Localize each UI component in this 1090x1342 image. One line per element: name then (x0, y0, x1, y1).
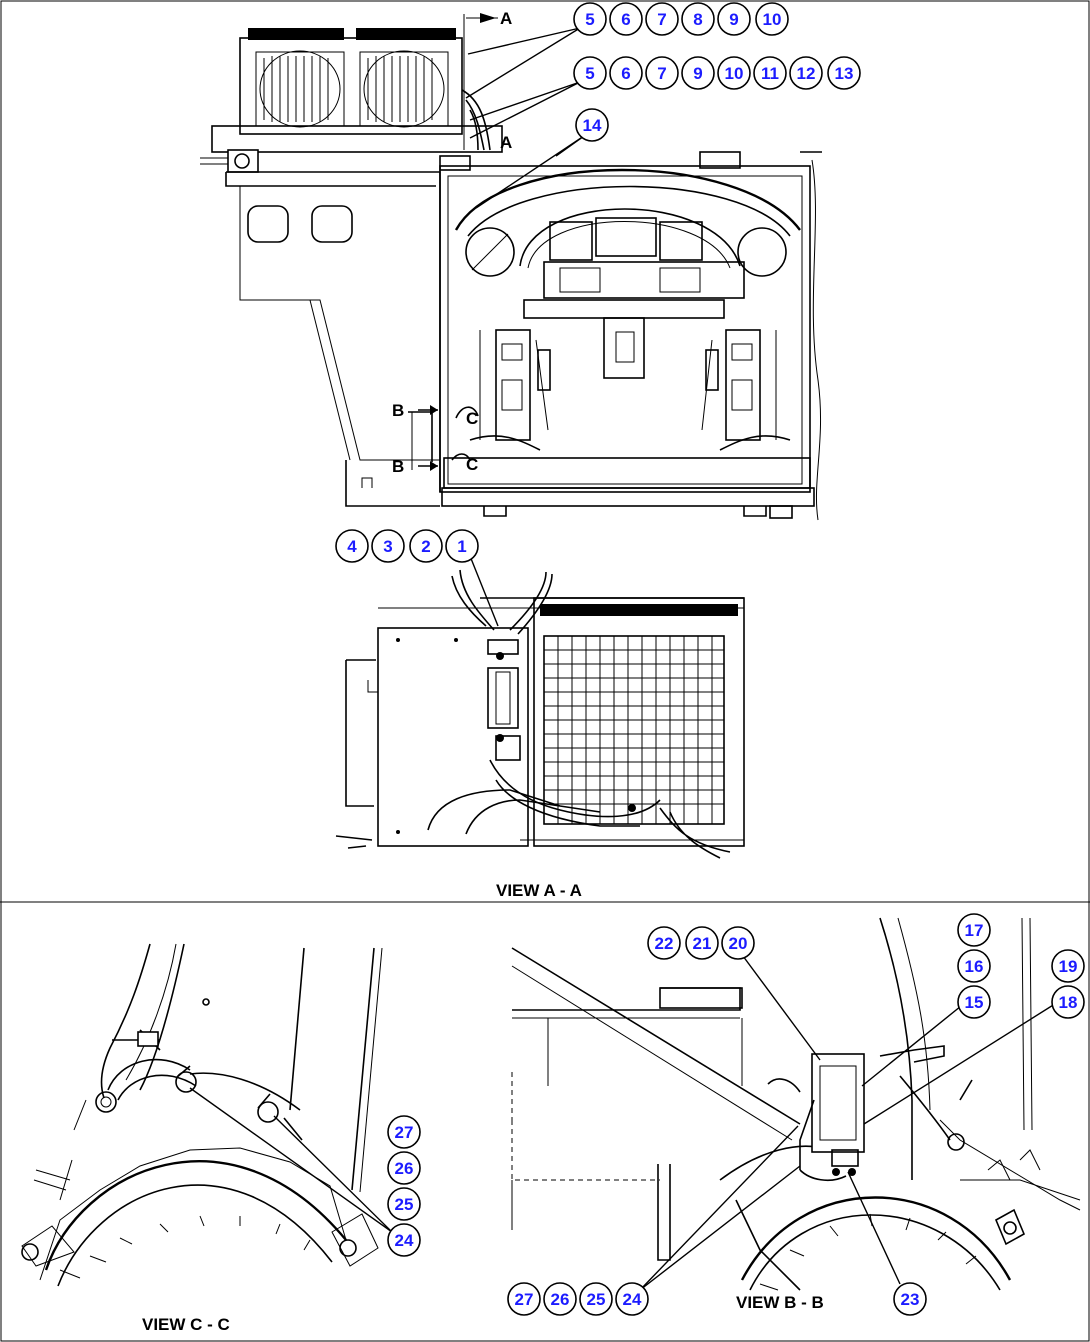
callout-row2-12: 12 (789, 56, 823, 90)
svg-text:4: 4 (347, 537, 357, 556)
callout-row1-5: 5 (573, 2, 607, 36)
svg-text:12: 12 (797, 64, 816, 83)
svg-text:18: 18 (1059, 993, 1078, 1012)
callout-view-c-24: 24 (387, 1223, 421, 1257)
svg-text:26: 26 (551, 1290, 570, 1309)
callout-view-b-22: 22 (647, 926, 681, 960)
callout-view-a-3: 3 (371, 529, 405, 563)
view-a-title: VIEW A - A (496, 881, 582, 900)
svg-text:9: 9 (729, 10, 738, 29)
svg-text:25: 25 (395, 1195, 414, 1214)
callout-view-c-26: 26 (387, 1151, 421, 1185)
callout-view-b-26: 26 (543, 1282, 577, 1316)
leader-lines (189, 27, 1059, 1291)
svg-text:1: 1 (457, 537, 466, 556)
callout-row2-5: 5 (573, 56, 607, 90)
svg-text:27: 27 (395, 1123, 414, 1142)
callout-view-c-25: 25 (387, 1187, 421, 1221)
section-mark-b-top: B (392, 401, 404, 420)
svg-text:26: 26 (395, 1159, 414, 1178)
svg-text:20: 20 (729, 934, 748, 953)
callout-row2-9: 9 (681, 56, 715, 90)
section-mark-a-mid: A (500, 133, 512, 152)
svg-text:23: 23 (901, 1290, 920, 1309)
svg-text:10: 10 (725, 64, 744, 83)
callout-view-b-19: 19 (1051, 949, 1085, 983)
callout-view-b-20: 20 (721, 926, 755, 960)
main-assembly-drawing (200, 13, 822, 521)
view-a-drawing (335, 569, 745, 859)
svg-text:11: 11 (761, 64, 779, 83)
callout-view-b-21: 21 (685, 926, 719, 960)
svg-text:9: 9 (693, 64, 702, 83)
svg-text:21: 21 (693, 934, 712, 953)
view-b-title: VIEW B - B (736, 1293, 824, 1312)
svg-text:15: 15 (965, 993, 984, 1012)
section-mark-c-top: C (466, 409, 478, 428)
svg-text:13: 13 (835, 64, 854, 83)
svg-text:17: 17 (965, 921, 984, 940)
svg-text:3: 3 (383, 537, 392, 556)
callout-row1-6: 6 (609, 2, 643, 36)
callout-row1-9: 9 (717, 2, 751, 36)
callout-row1-8: 8 (681, 2, 715, 36)
callout-view-b-23: 23 (893, 1282, 927, 1316)
callout-row1-7: 7 (645, 2, 679, 36)
svg-text:8: 8 (693, 10, 702, 29)
callout-row2-13: 13 (827, 56, 861, 90)
callout-14: 14 (575, 108, 609, 142)
callout-row1-10: 10 (755, 2, 789, 36)
section-mark-a-top: A (500, 9, 512, 28)
svg-text:25: 25 (587, 1290, 606, 1309)
callout-row2-11: 11 (753, 56, 787, 90)
callout-bubbles: 5 6 7 8 9 10 5 6 7 9 10 11 12 13 14 4 3 … (335, 2, 1085, 1316)
callout-view-a-1: 1 (445, 529, 479, 563)
svg-text:14: 14 (583, 116, 602, 135)
svg-text:16: 16 (965, 957, 984, 976)
callout-view-b-17: 17 (957, 913, 991, 947)
svg-text:5: 5 (585, 64, 594, 83)
section-mark-b-bottom: B (392, 457, 404, 476)
callout-row2-7: 7 (645, 56, 679, 90)
view-c-drawing (21, 943, 383, 1287)
callout-view-b-27: 27 (507, 1282, 541, 1316)
section-mark-c-bottom: C (466, 455, 478, 474)
callout-view-b-25: 25 (579, 1282, 613, 1316)
svg-text:7: 7 (657, 10, 666, 29)
callout-view-a-4: 4 (335, 529, 369, 563)
svg-text:10: 10 (763, 10, 782, 29)
callout-view-b-15: 15 (957, 985, 991, 1019)
svg-text:5: 5 (585, 10, 594, 29)
callout-row2-10: 10 (717, 56, 751, 90)
svg-text:7: 7 (657, 64, 666, 83)
callout-view-b-16: 16 (957, 949, 991, 983)
callout-view-b-24: 24 (615, 1282, 649, 1316)
svg-text:2: 2 (421, 537, 430, 556)
callout-view-c-27: 27 (387, 1115, 421, 1149)
svg-text:27: 27 (515, 1290, 534, 1309)
view-a-grid (544, 636, 724, 824)
svg-text:22: 22 (655, 934, 674, 953)
svg-text:19: 19 (1059, 957, 1078, 976)
callout-view-a-2: 2 (409, 529, 443, 563)
view-c-title: VIEW C - C (142, 1315, 230, 1334)
svg-text:6: 6 (621, 10, 630, 29)
callout-view-b-18: 18 (1051, 985, 1085, 1019)
callout-row2-6: 6 (609, 56, 643, 90)
svg-text:24: 24 (395, 1231, 414, 1250)
svg-text:24: 24 (623, 1290, 642, 1309)
view-b-drawing (511, 917, 1081, 1291)
svg-text:6: 6 (621, 64, 630, 83)
